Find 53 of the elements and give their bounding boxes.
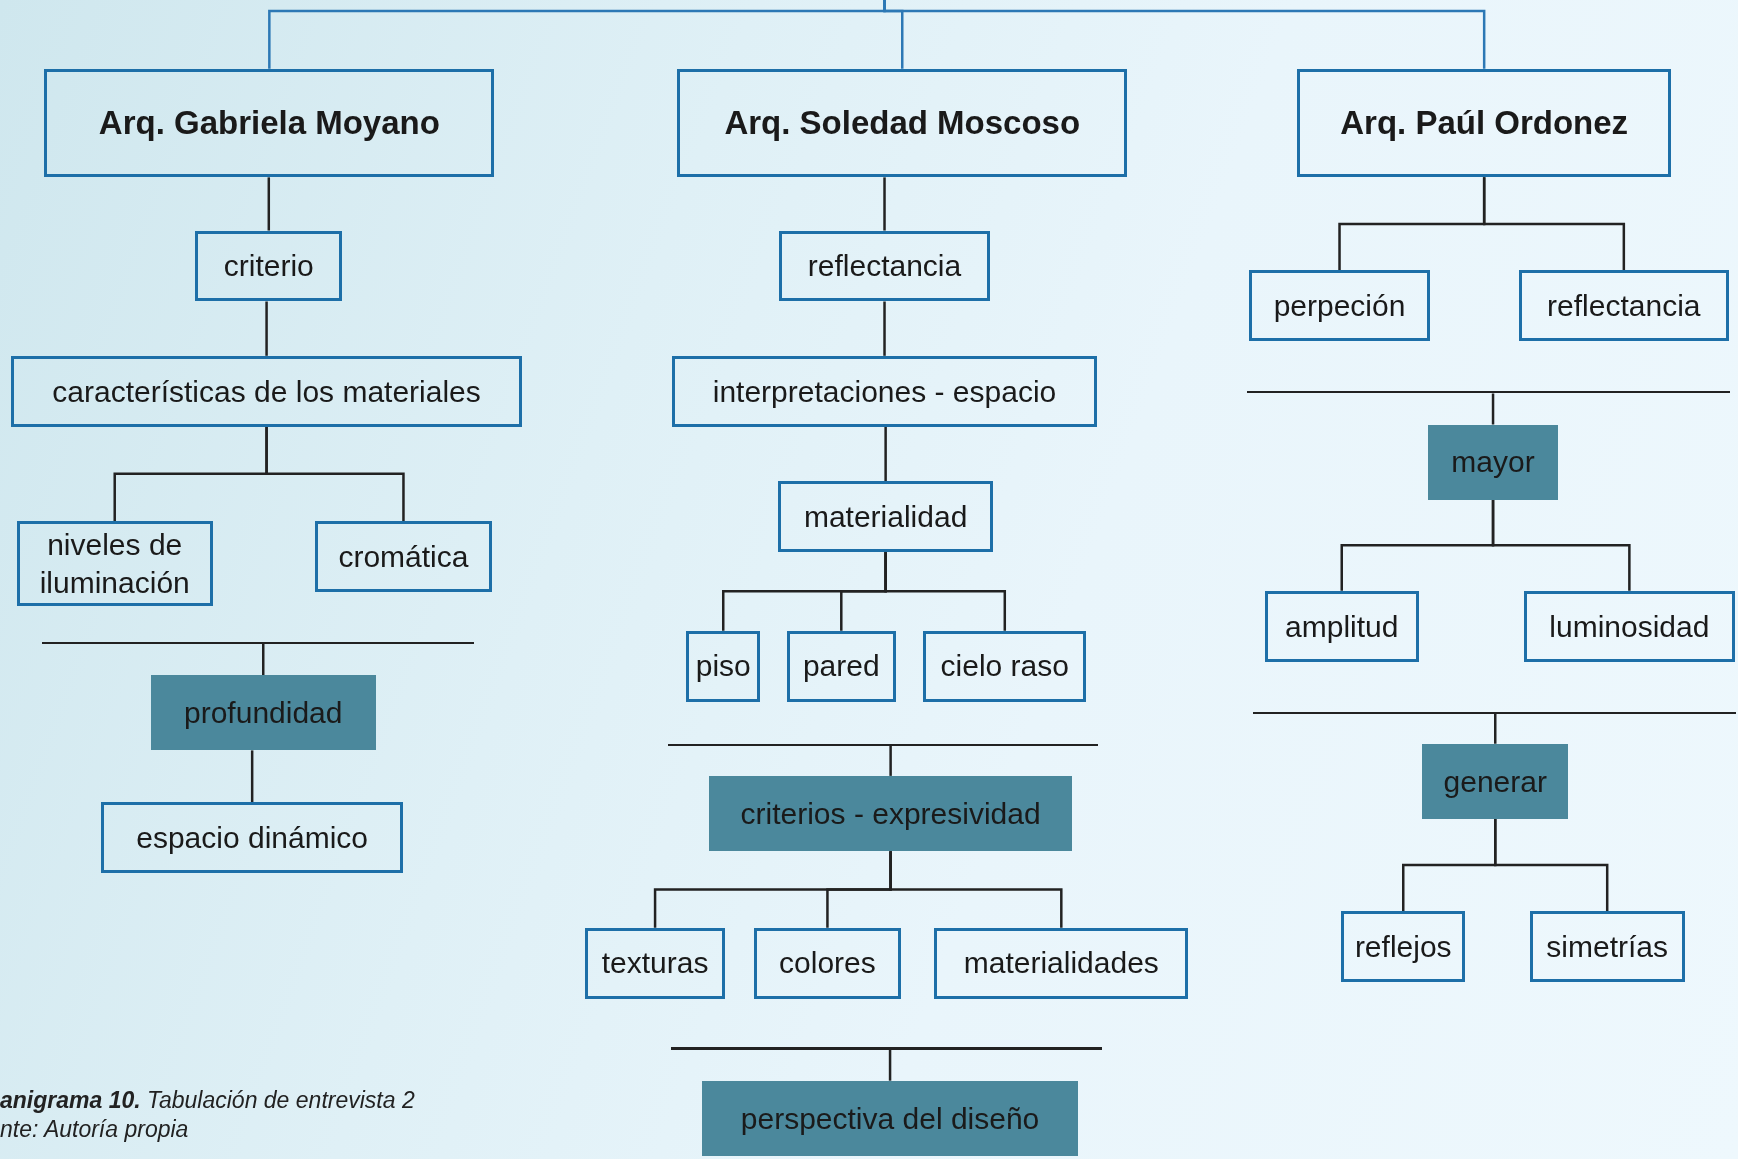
concept-box: perpeción: [1249, 270, 1430, 342]
concept-box: reflectancia: [779, 230, 990, 302]
title-box: Arq. Gabriela Moyano: [44, 68, 495, 178]
divider-bar: [1252, 711, 1736, 714]
connector-line: [884, 426, 887, 482]
connector-line: [884, 552, 1007, 631]
concept-box: espacio dinámico: [100, 802, 404, 874]
concept-box: cromática: [314, 520, 493, 592]
connector-line: [250, 750, 254, 803]
highlight-box: generar: [1422, 743, 1569, 820]
concept-box: colores: [753, 927, 902, 999]
highlight-box: mayor: [1427, 424, 1559, 500]
connector-line: [883, 177, 886, 231]
concept-box: reflejos: [1341, 911, 1466, 983]
connector-line: [889, 851, 1063, 928]
highlight-box: criterios - expresividad: [709, 775, 1072, 852]
divider-bar: [668, 743, 1099, 746]
concept-box: cielo raso: [923, 630, 1087, 702]
highlight-box: profundidad: [150, 675, 376, 751]
connector-line: [1491, 393, 1495, 425]
connector-line: [1491, 499, 1631, 591]
concept-box: luminosidad: [1524, 590, 1735, 662]
source-note: nte: Autoría propia: [0, 1114, 190, 1144]
concept-box: reflectancia: [1518, 270, 1730, 342]
connector-line: [265, 301, 268, 356]
divider-bar: [670, 1047, 1102, 1050]
title-box: Arq. Paúl Ordonez: [1296, 68, 1672, 178]
concept-box: interpretaciones - espacio: [671, 355, 1098, 427]
concept-box: criterio: [195, 230, 343, 302]
connector-line: [889, 745, 892, 776]
divider-bar: [1246, 391, 1731, 394]
connector-line: [265, 426, 405, 521]
connector-line: [1494, 713, 1497, 744]
connector-line: [1482, 177, 1626, 271]
concept-box: piso: [686, 630, 761, 702]
concept-box: pared: [786, 630, 896, 702]
concept-box: texturas: [585, 927, 725, 999]
connector-line: [883, 0, 1486, 69]
concept-box: características de los materiales: [11, 355, 523, 427]
connector-line: [888, 1049, 892, 1081]
connector-line: [267, 177, 271, 231]
title-box: Arq. Soledad Moscoso: [677, 68, 1128, 178]
concept-box: niveles de iluminación: [16, 520, 213, 607]
figure-caption: anigrama 10. Tabulación de entrevista 2: [0, 1086, 415, 1115]
connector-line: [262, 644, 265, 676]
concept-box: amplitud: [1264, 590, 1419, 662]
divider-bar: [42, 641, 475, 644]
concept-box: materialidades: [934, 927, 1189, 999]
connector-line: [883, 301, 886, 356]
highlight-box: perspectiva del diseño: [701, 1080, 1079, 1157]
concept-box: simetrías: [1529, 911, 1685, 983]
connector-line: [1494, 819, 1609, 912]
concept-box: materialidad: [778, 481, 994, 552]
